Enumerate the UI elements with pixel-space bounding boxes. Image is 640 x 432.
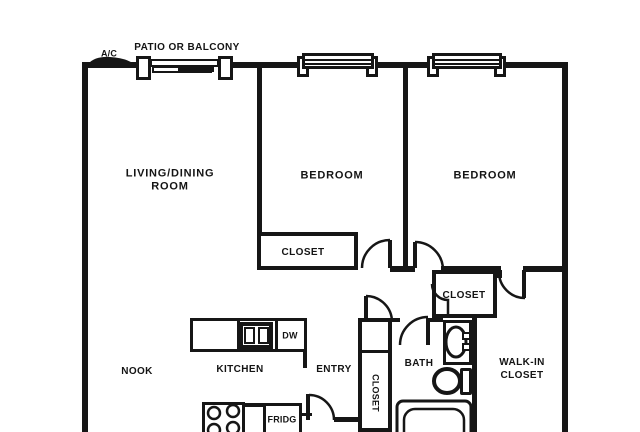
label-living-line1: LIVING/DINING	[125, 167, 215, 180]
door-leaf-bath	[426, 318, 430, 345]
patio-door-post-left	[136, 56, 151, 80]
wall-top-4	[501, 62, 568, 68]
label-nook: NOOK	[121, 366, 153, 377]
label-bath: BATH	[404, 358, 434, 369]
door-leaf-bedroom1	[388, 240, 392, 268]
window2-mullion-2	[435, 63, 499, 65]
door-leaf-vestibule	[364, 296, 368, 320]
counter-edge	[245, 403, 265, 407]
label-ac: A/C	[100, 48, 118, 59]
wall-top-2	[232, 62, 302, 68]
door-leaf-walkin	[522, 270, 526, 298]
closet-entry-shelf	[362, 350, 388, 353]
bathtub-inner	[402, 407, 466, 432]
wall-right	[562, 62, 568, 432]
window2-mullion-1	[435, 59, 499, 61]
bathtub-outer	[395, 399, 473, 432]
wall-top-1	[82, 62, 138, 68]
patio-door-post-right	[218, 56, 233, 80]
door-arc-bedroom2	[414, 240, 445, 271]
label-fridge: FRIDG	[267, 414, 297, 425]
wall-bath-top-a	[392, 318, 400, 322]
wall-bath-walkin	[472, 318, 477, 432]
bath-sink	[444, 325, 468, 359]
wall-bedroom1-bedroom2	[403, 66, 408, 270]
counter-divider-2	[275, 318, 278, 352]
kitchen-sink-basin-right	[258, 327, 269, 344]
label-closet-entry: CLOSET	[370, 374, 381, 412]
counter-divider-1	[237, 318, 240, 352]
label-bedroom1: BEDROOM	[300, 169, 364, 182]
door-arc-bedroom1	[360, 238, 391, 269]
bath-faucet-1	[462, 332, 471, 340]
closet-hall-box	[432, 270, 497, 318]
kitchen-sink-basin-left	[244, 327, 255, 344]
wall-hall-a	[390, 266, 415, 272]
wall-left	[82, 62, 88, 432]
burner-2	[225, 403, 241, 419]
wall-top-3	[373, 62, 432, 68]
door-arc-vestibule	[365, 294, 394, 323]
label-entry: ENTRY	[316, 364, 352, 375]
wall-kitchen-stub	[303, 350, 307, 368]
burner-3	[206, 422, 222, 432]
wall-bath-top-b	[428, 318, 443, 322]
door-arc-closet-hall	[430, 283, 450, 316]
door-leaf-bedroom2	[413, 242, 417, 268]
wall-hall-c	[523, 266, 562, 272]
closet-bedroom1-box	[257, 232, 358, 270]
patio-door-panel	[178, 66, 214, 72]
bath-faucet-2	[462, 343, 471, 351]
label-bedroom2: BEDROOM	[453, 169, 517, 182]
label-closet-hall: CLOSET	[442, 290, 486, 301]
window1-glazing	[302, 53, 374, 69]
wall-hall-b	[441, 266, 501, 272]
fridge-box	[263, 403, 302, 432]
window1-mullion-2	[305, 63, 371, 65]
ac-unit	[88, 56, 134, 64]
wall-living-bedroom1	[257, 66, 262, 234]
window1-mullion-1	[305, 59, 371, 61]
label-patio: PATIO OR BALCONY	[134, 42, 240, 53]
label-walkin-line1: WALK-IN	[499, 357, 545, 368]
door-arc-kitchen	[308, 393, 336, 421]
label-kitchen: KITCHEN	[216, 364, 264, 375]
label-dishwasher: DW	[282, 330, 298, 341]
window2-glazing	[432, 53, 502, 69]
wall-entry-bottom	[334, 417, 362, 422]
burner-1	[206, 405, 222, 421]
label-walkin-line2: CLOSET	[500, 370, 544, 381]
toilet-bowl	[432, 367, 462, 395]
door-arc-bath	[398, 315, 429, 346]
door-arc-walkin	[497, 271, 526, 300]
label-closet-bedroom1: CLOSET	[281, 247, 325, 258]
label-living-line2: ROOM	[151, 180, 189, 193]
burner-4	[225, 420, 241, 432]
door-leaf-kitchen	[306, 394, 310, 420]
fridge-tick	[302, 413, 312, 416]
closet-entry-box	[358, 318, 392, 432]
